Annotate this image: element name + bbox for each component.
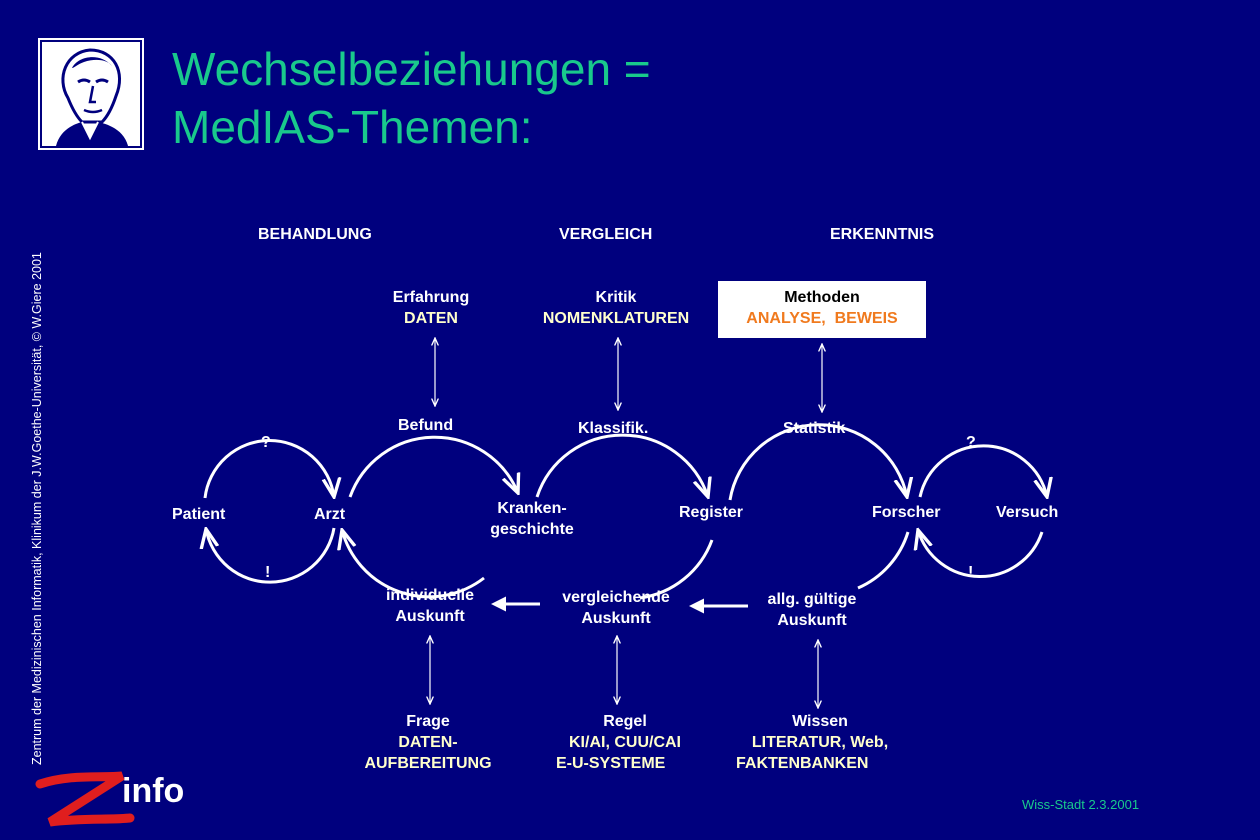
goethe-portrait-icon <box>40 40 142 148</box>
kritik-title: Kritik <box>595 289 637 306</box>
arc-patient-arzt-top <box>203 439 334 498</box>
label-befund: Befund <box>398 417 454 434</box>
label-kritik: Kritik NOMENKLATUREN <box>526 287 706 329</box>
question-mark-left: ? <box>261 434 271 451</box>
arc-forscher-versuch-top <box>918 444 1047 497</box>
regel-title: Regel <box>603 713 647 730</box>
footer-date: Wiss-Stadt 2.3.2001 <box>1022 797 1140 812</box>
question-mark-right: ? <box>966 434 976 451</box>
arc-individuelle-arzt <box>342 530 485 599</box>
label-klassifik: Klassifik. <box>578 420 649 437</box>
header-behandlung: BEHANDLUNG <box>258 226 372 243</box>
page-title: Wechselbeziehungen = MedIAS-Themen: <box>172 40 651 156</box>
methoden-title: Methoden <box>784 289 860 306</box>
label-register: Register <box>679 504 744 521</box>
label-frage: Frage DATEN- AUFBEREITUNG <box>346 711 510 774</box>
header-vergleich: VERGLEICH <box>559 226 653 243</box>
label-wissen: Wissen LITERATUR, Web, FAKTENBANKEN <box>732 711 908 774</box>
wissen-sub1: LITERATUR, Web, <box>751 734 889 751</box>
title-line-1: Wechselbeziehungen = <box>172 43 651 95</box>
individuelle-line2: Auskunft <box>395 608 465 625</box>
label-patient: Patient <box>172 506 226 523</box>
methoden-box: Methoden ANALYSE, BEWEIS <box>718 281 926 338</box>
label-vergleichende-auskunft: vergleichende Auskunft <box>546 587 686 629</box>
erfahrung-title: Erfahrung <box>392 289 470 306</box>
frage-title: Frage <box>406 713 450 730</box>
label-arzt: Arzt <box>314 506 346 523</box>
wissen-sub2: FAKTENBANKEN <box>736 755 869 772</box>
arc-forscher-allg <box>857 531 910 590</box>
arc-arzt-patient-bottom <box>206 528 336 584</box>
z-info-logo: info <box>30 770 200 832</box>
label-regel: Regel KI/AI, CUU/CAI E-U-SYSTEME <box>550 711 700 774</box>
label-individuelle-auskunft: individuelle Auskunft <box>370 585 490 627</box>
frage-sub2: AUFBEREITUNG <box>364 755 492 772</box>
kranken-line1: Kranken- <box>497 500 567 517</box>
individuelle-line1: individuelle <box>385 587 474 604</box>
kranken-line2: geschichte <box>490 521 574 538</box>
label-forscher: Forscher <box>872 504 941 521</box>
vergleichende-line2: Auskunft <box>581 610 651 627</box>
allg-line1: allg. gültige <box>767 591 857 608</box>
arc-versuch-forscher-bottom <box>918 530 1044 578</box>
info-logo-text: info <box>122 772 185 810</box>
wissen-title: Wissen <box>792 713 848 730</box>
title-line-2: MedIAS-Themen: <box>172 101 533 153</box>
arc-register-statistik <box>728 423 907 500</box>
frage-sub1: DATEN- <box>398 734 458 751</box>
kritik-sub: NOMENKLATUREN <box>542 310 690 327</box>
erfahrung-sub: DATEN <box>404 310 458 327</box>
label-allg-auskunft: allg. gültige Auskunft <box>752 589 872 631</box>
exclaim-left: ! <box>265 564 271 581</box>
label-erfahrung: Erfahrung DATEN <box>371 287 491 329</box>
regel-sub1: KI/AI, CUU/CAI <box>569 734 681 751</box>
arc-register-vergleichende <box>639 539 714 600</box>
arc-befund-kranken <box>348 435 518 498</box>
label-versuch: Versuch <box>996 504 1059 521</box>
goethe-logo <box>38 38 144 150</box>
allg-line2: Auskunft <box>777 612 847 629</box>
header-erkenntnis: ERKENNTNIS <box>830 226 935 243</box>
label-krankengeschichte: Kranken- geschichte <box>472 498 592 540</box>
label-statistik: Statistik <box>783 420 846 437</box>
arc-kranken-klassifik <box>535 433 708 497</box>
vergleichende-line1: vergleichende <box>562 589 670 606</box>
methoden-sub: ANALYSE, BEWEIS <box>746 310 898 327</box>
exclaim-right: ! <box>968 564 974 581</box>
z-letter-icon <box>35 771 135 827</box>
regel-sub2: E-U-SYSTEME <box>556 755 666 772</box>
